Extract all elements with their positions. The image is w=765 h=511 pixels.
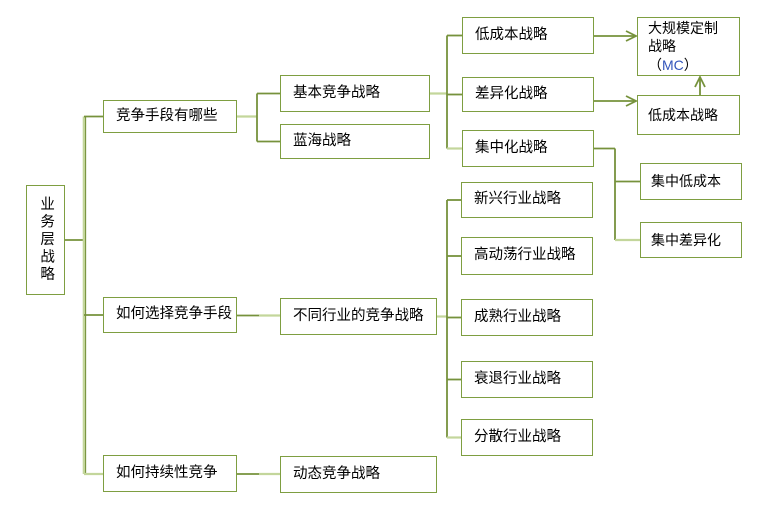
- node-low-cost-strategy[interactable]: 低成本战略: [462, 17, 594, 54]
- node-label: 低成本战略: [648, 106, 718, 123]
- node-fragmented-industry-strategy[interactable]: 分散行业战略: [461, 419, 593, 456]
- node-label: 大规模定制战略（MC）: [648, 19, 718, 73]
- node-label: 不同行业的竞争战略: [293, 307, 424, 324]
- node-mass-customization-strategy[interactable]: 大规模定制战略（MC）: [637, 17, 740, 76]
- node-label: 基本竞争战略: [293, 84, 380, 101]
- node-turbulent-industry-strategy[interactable]: 高动荡行业战略: [461, 237, 593, 275]
- arrow-differentiation-to-lowcost2: [594, 95, 639, 107]
- node-label: 成熟行业战略: [474, 308, 561, 325]
- node-label: 集中低成本: [651, 173, 721, 190]
- node-label: 新兴行业战略: [474, 191, 561, 208]
- node-label: 衰退行业战略: [474, 370, 561, 387]
- node-label: 高动荡行业战略: [474, 247, 576, 264]
- node-label: 如何选择竞争手段: [116, 306, 232, 323]
- bracket-basic-strategies: [430, 34, 462, 150]
- node-emerging-industry-strategy[interactable]: 新兴行业战略: [461, 182, 593, 218]
- node-which-competitive-means[interactable]: 竞争手段有哪些: [103, 100, 237, 133]
- node-label: 分散行业战略: [474, 428, 561, 445]
- node-label: 竞争手段有哪些: [116, 107, 218, 124]
- node-basic-competitive-strategy[interactable]: 基本竞争战略: [280, 75, 430, 112]
- node-blue-ocean-strategy[interactable]: 蓝海战略: [280, 124, 430, 159]
- node-label: 蓝海战略: [293, 132, 351, 149]
- node-label: 集中差异化: [651, 231, 721, 248]
- node-focused-differentiation[interactable]: 集中差异化: [640, 222, 742, 258]
- node-mature-industry-strategy[interactable]: 成熟行业战略: [461, 299, 593, 336]
- node-focus-strategy[interactable]: 集中化战略: [462, 130, 594, 167]
- node-label: 如何持续性竞争: [116, 464, 218, 481]
- node-focused-low-cost[interactable]: 集中低成本: [640, 163, 742, 200]
- node-how-to-compete-sustainably[interactable]: 如何持续性竞争: [103, 455, 237, 492]
- bracket-competitive-means: [237, 92, 280, 143]
- arrow-lowcost2-to-masscustom: [694, 74, 706, 95]
- trunk-root: [65, 115, 103, 476]
- node-low-cost-strategy-2[interactable]: 低成本战略: [637, 95, 740, 135]
- node-differentiation-strategy[interactable]: 差异化战略: [462, 77, 594, 112]
- node-label: 动态竞争战略: [293, 465, 380, 482]
- node-business-layer-strategy[interactable]: 业务层战略: [26, 185, 65, 295]
- node-label: 差异化战略: [475, 85, 548, 102]
- bracket-industry-strategies: [437, 199, 461, 439]
- arrow-lowcost-to-masscustom: [594, 30, 639, 42]
- bracket-focus-strategies: [594, 147, 640, 242]
- node-industry-specific-competitive-strategy[interactable]: 不同行业的竞争战略: [280, 298, 437, 335]
- node-how-to-choose-competitive-means[interactable]: 如何选择竞争手段: [103, 297, 237, 333]
- highlighted-text-mc: MC: [662, 56, 684, 73]
- node-label: 低成本战略: [475, 26, 548, 43]
- node-dynamic-competitive-strategy[interactable]: 动态竞争战略: [280, 456, 437, 493]
- node-label: 集中化战略: [475, 139, 548, 156]
- node-label: 业务层战略: [38, 196, 55, 284]
- node-declining-industry-strategy[interactable]: 衰退行业战略: [461, 361, 593, 398]
